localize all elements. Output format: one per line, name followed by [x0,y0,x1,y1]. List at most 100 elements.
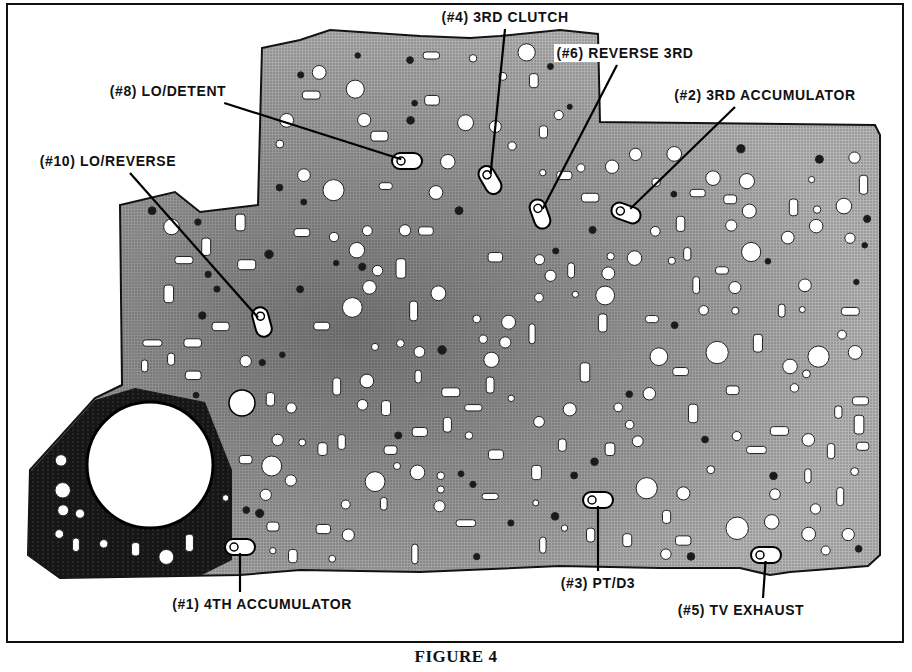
check-ball-slot [527,197,552,231]
plate-hole [702,436,709,443]
plate-hole [312,66,326,80]
plate-hole [299,439,306,446]
plate-hole [764,515,779,530]
plate-shading [28,30,880,578]
plate-hole [849,152,860,163]
plate-slot-hole [482,493,498,499]
plate-hole [474,553,480,559]
plate-hole [323,180,344,201]
plate-hole [707,466,715,474]
plate-slot-hole [384,446,397,455]
plate-slot-hole [164,285,174,303]
leader-line [239,553,241,592]
plate-hole [55,483,70,498]
plate-hole [280,352,286,358]
plate-slot-hole [605,443,615,456]
plate-hole [836,198,852,214]
plate-hole [329,555,336,562]
callout-label: (#4) 3RD CLUTCH [439,8,570,26]
plate-slot-hole [318,443,327,456]
plate-hole [739,174,754,189]
plate-slot-hole [266,393,274,406]
plate-hole [661,549,671,559]
plate-hole [407,57,414,64]
leader-line [543,65,617,209]
plate-slot-hole [488,253,502,262]
plate-hole [473,315,481,323]
plate-slot-hole [412,544,418,564]
plate-slot-hole [693,277,700,294]
plate-slot-hole [141,360,147,372]
plate-slot-hole [338,435,346,450]
plate-hole [848,345,862,359]
plate-hole [276,184,283,191]
plate-hole [732,307,739,314]
plate-hole [802,527,816,541]
plate-slot-hole [684,248,691,261]
plate-slot-hole [294,229,310,237]
plate-hole [355,53,360,58]
plate-hole [222,495,228,501]
plate-slot-hole [302,91,320,99]
plate-slot-hole [239,455,252,463]
check-ball-slot [225,539,255,555]
plate-hole [333,260,338,265]
plate-hole [842,528,854,540]
plate-slot-hole [645,316,658,323]
plate-hole [346,80,364,98]
plate-slot-hole [676,216,685,231]
plate-hole [614,403,623,412]
plate-hole [854,279,859,284]
plate-hole [781,231,794,244]
plate-slot-hole [442,388,460,397]
check-ball-slot [583,492,613,508]
plate-slot-hole [289,549,298,562]
plate-slot-hole [539,126,547,138]
plate-hole [458,471,464,477]
callout-label: (#8) LO/DETENT [108,82,229,100]
plate-hole [434,501,445,512]
plate-slot-hole [558,439,566,451]
plate-hole [395,432,402,439]
plate-slot-hole [690,189,705,196]
plate-hole [535,293,544,302]
slot-outline [392,153,422,169]
plate-hole [465,432,473,440]
plate-hole [329,232,338,241]
plate-hole [533,500,539,506]
plate-hole [256,509,264,517]
plate-slot-hole [212,322,229,330]
leader-lines [130,29,766,598]
plate-hole [551,512,559,520]
plate-hole [667,147,682,162]
plate-stipple [28,30,880,578]
plate-hole [394,463,401,470]
plate-slot-hole [73,538,80,551]
plate-slot-hole [857,442,869,450]
plate-slot-hole [789,199,797,216]
plate-slot-hole [852,397,868,405]
plate-hole [360,374,374,388]
plate-slot-hole [827,444,834,459]
plate-hole [607,253,614,260]
plate-slot-hole [267,522,279,531]
plate-hole [864,215,871,222]
plate-hole [342,298,362,318]
plate-slot-hole [486,377,494,393]
plate-hole [500,337,511,348]
plate-hole [851,468,859,476]
plate-hole [341,500,350,509]
check-ball [756,551,764,559]
plate-hole [643,387,655,399]
plate-hole [589,226,596,233]
plate-slot-hole [412,427,427,436]
plate-slot-hole [747,446,767,453]
plate-slot-hole [396,259,406,278]
check-ball-slot [476,163,505,197]
plate-slot-hole [380,497,387,510]
plate-slot-hole [580,363,590,382]
check-ball [533,203,543,213]
plate-hole [808,346,829,367]
plate-hole [671,191,677,197]
plate-slot-hole [753,334,762,352]
